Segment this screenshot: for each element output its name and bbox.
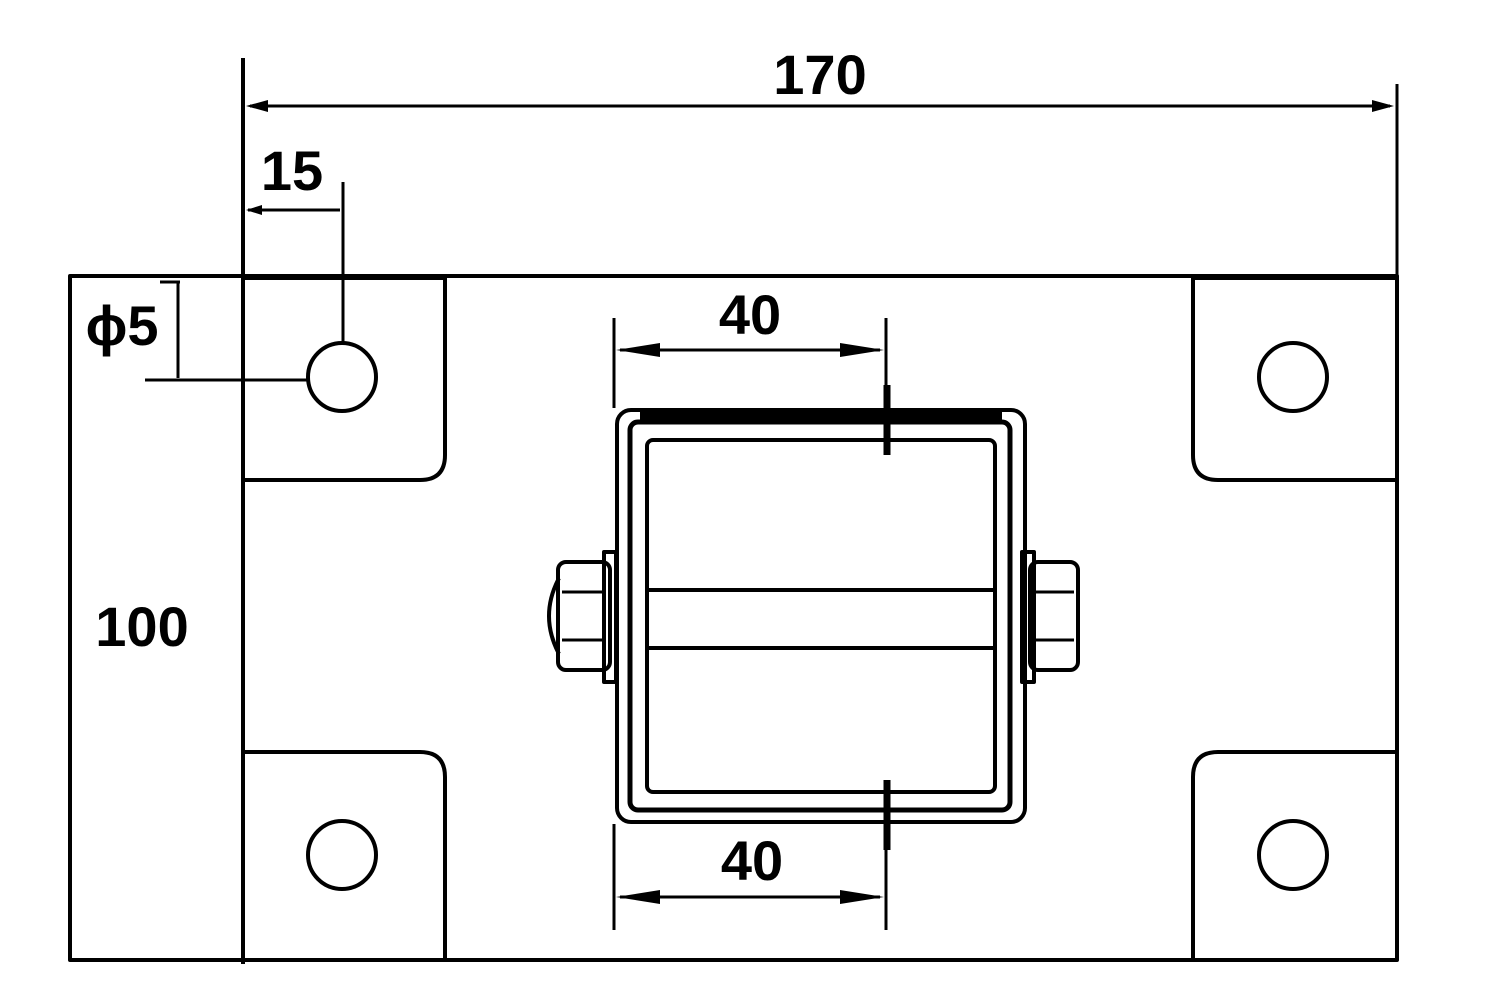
dimension-hole-diameter: ϕ5: [85, 280, 308, 382]
corner-pad-bottom-right: [1191, 750, 1399, 960]
dimension-overall-height: 100: [95, 595, 188, 658]
side-bolt-left: [547, 550, 618, 684]
side-bolt-right: [1020, 550, 1080, 684]
corner-pad-bottom-left: [241, 750, 447, 960]
base-plate-outline: [68, 274, 1399, 962]
dimension-hole-diameter-label: ϕ5: [85, 294, 158, 357]
dimension-top-inner-width: 40: [612, 283, 888, 408]
corner-pad-top-right: [1191, 276, 1399, 482]
center-frame-outer: [615, 408, 1027, 824]
mounting-hole-top-right: [1257, 341, 1329, 413]
mounting-hole-top-left: [306, 341, 378, 413]
dimension-hole-offset-label: 15: [261, 139, 323, 202]
dimension-overall-height-label: 100: [95, 595, 188, 658]
dimension-bottom-inner-width-label: 40: [721, 829, 783, 892]
mounting-hole-bottom-right: [1257, 819, 1329, 891]
mounting-hole-bottom-left: [306, 819, 378, 891]
dimension-overall-width-label: 170: [773, 43, 866, 106]
dimension-top-inner-width-label: 40: [719, 283, 781, 346]
dimension-bottom-inner-width: 40: [612, 824, 888, 930]
center-frame-mid: [627, 419, 1013, 813]
center-frame-inner: [645, 438, 997, 794]
dimension-hole-offset: 15: [246, 139, 345, 342]
corner-pad-top-left: [241, 276, 447, 482]
dimension-overall-width: 170: [246, 43, 1399, 278]
